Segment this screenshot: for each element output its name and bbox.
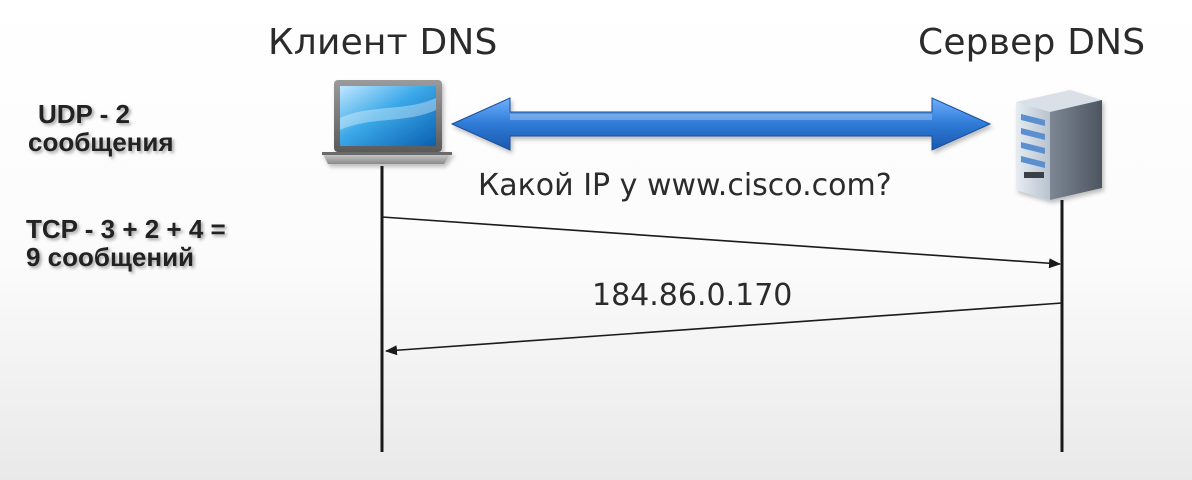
answer-message-label: 184.86.0.170 [592, 278, 793, 313]
query-message-label: Какой IP у www.cisco.com? [478, 168, 892, 203]
double-arrow-icon [450, 97, 992, 151]
client-title: Клиент DNS [268, 22, 498, 63]
tcp-note: TCP - 3 + 2 + 4 = 9 сообщений [26, 215, 226, 271]
udp-note-line-1: UDP - 2 [38, 99, 130, 129]
tcp-note-line-1: TCP - 3 + 2 + 4 = [26, 214, 226, 244]
answer-arrow [385, 302, 1063, 356]
tcp-note-line-2: 9 сообщений [26, 242, 195, 272]
query-arrow [381, 216, 1061, 269]
udp-note-line-2: сообщения [28, 127, 174, 157]
server-icon [1016, 90, 1102, 200]
laptop-icon [322, 80, 452, 164]
server-title: Сервер DNS [918, 22, 1146, 63]
udp-note: UDP - 2 сообщения [28, 100, 174, 156]
